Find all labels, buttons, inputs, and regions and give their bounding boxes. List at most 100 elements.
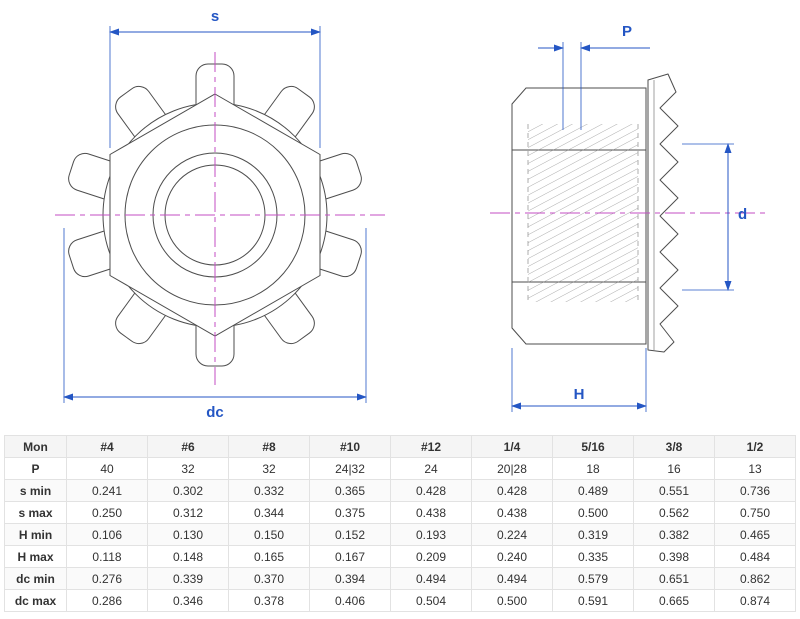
cell-value: 0.312 [147,501,229,524]
cell-value: 0.209 [390,545,472,568]
table-col-header: 5/16 [552,435,634,458]
cell-value: 0.224 [471,523,553,546]
cell-value: 0.494 [471,567,553,590]
cell-value: 0.862 [714,567,796,590]
technical-drawing: s dc [55,8,770,421]
cell-value: 0.167 [309,545,391,568]
table-col-header: #10 [309,435,391,458]
thread-hatch [528,124,638,302]
table-col-header: #4 [66,435,148,458]
cell-value: 0.346 [147,589,229,612]
cell-value: 0.551 [633,479,715,502]
row-label: P [4,457,67,480]
cell-value: 0.494 [390,567,472,590]
dimension-s-label: s [211,8,219,25]
dimension-d-label: d [738,206,747,223]
cell-value: 0.106 [66,523,148,546]
dimension-d: d [682,143,747,291]
cell-value: 24 [390,457,472,480]
cell-value: 0.394 [309,567,391,590]
row-label: dc min [4,567,67,590]
table-corner-header: Mon [4,435,67,458]
row-label: H max [4,545,67,568]
cell-value: 0.193 [390,523,472,546]
front-view: s dc [55,8,385,421]
cell-value: 0.250 [66,501,148,524]
table-col-header: #12 [390,435,472,458]
cell-value: 0.332 [228,479,310,502]
cell-value: 0.500 [552,501,634,524]
cell-value: 0.150 [228,523,310,546]
dimension-h: H [511,348,647,412]
cell-value: 40 [66,457,148,480]
row-label: H min [4,523,67,546]
table-col-header: #6 [147,435,229,458]
dimension-p: P [538,23,650,130]
cell-value: 0.504 [390,589,472,612]
cell-value: 0.286 [66,589,148,612]
cell-value: 13 [714,457,796,480]
cell-value: 0.339 [147,567,229,590]
cell-value: 0.591 [552,589,634,612]
table-col-header: #8 [228,435,310,458]
row-label: s min [4,479,67,502]
cell-value: 0.276 [66,567,148,590]
table-col-header: 1/2 [714,435,796,458]
row-label: s max [4,501,67,524]
cell-value: 0.240 [471,545,553,568]
dimension-dc: dc [63,228,367,421]
cell-value: 0.489 [552,479,634,502]
cell-value: 0.302 [147,479,229,502]
cell-value: 32 [147,457,229,480]
cell-value: 0.465 [714,523,796,546]
cell-value: 0.152 [309,523,391,546]
cell-value: 0.665 [633,589,715,612]
cell-value: 0.438 [390,501,472,524]
cell-value: 0.500 [471,589,553,612]
cell-value: 32 [228,457,310,480]
cell-value: 0.148 [147,545,229,568]
cell-value: 24|32 [309,457,391,480]
cell-value: 0.736 [714,479,796,502]
cell-value: 0.406 [309,589,391,612]
cell-value: 0.484 [714,545,796,568]
table-col-header: 3/8 [633,435,715,458]
cell-value: 0.579 [552,567,634,590]
dimension-dc-label: dc [206,404,224,421]
cell-value: 0.438 [471,501,553,524]
cell-value: 0.370 [228,567,310,590]
cell-value: 0.130 [147,523,229,546]
cell-value: 16 [633,457,715,480]
cell-value: 0.382 [633,523,715,546]
dimension-s: s [109,8,321,148]
cell-value: 0.165 [228,545,310,568]
cell-value: 0.375 [309,501,391,524]
cell-value: 0.319 [552,523,634,546]
cell-value: 0.241 [66,479,148,502]
cell-value: 20|28 [471,457,553,480]
washer-flange [647,73,679,353]
cell-value: 0.365 [309,479,391,502]
dimension-p-label: P [622,23,632,40]
cell-value: 0.118 [66,545,148,568]
cell-value: 0.428 [390,479,472,502]
cell-value: 0.874 [714,589,796,612]
cell-value: 0.562 [633,501,715,524]
row-label: dc max [4,589,67,612]
dimension-h-label: H [574,386,585,403]
side-view: P d H [490,23,770,412]
cell-value: 0.750 [714,501,796,524]
cell-value: 0.378 [228,589,310,612]
cell-value: 18 [552,457,634,480]
cell-value: 0.335 [552,545,634,568]
